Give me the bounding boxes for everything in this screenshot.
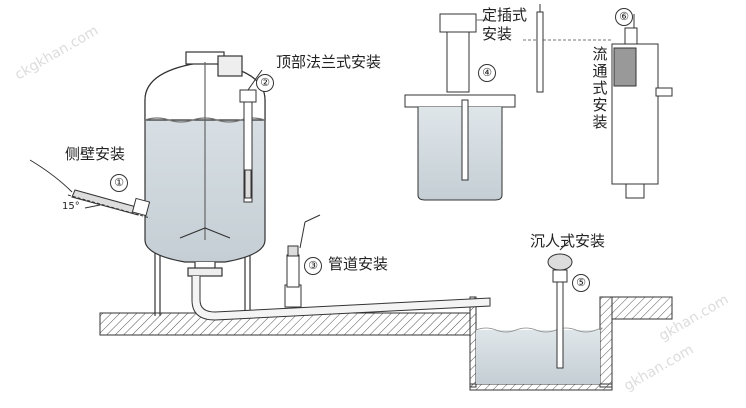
basin-liquid	[476, 330, 600, 384]
label-immersion: 沉人式安装	[530, 232, 606, 250]
label-flow-4: 安	[592, 96, 608, 114]
label-flow-1: 流	[592, 45, 608, 63]
marker-4: ④	[478, 64, 496, 82]
marker-3: ③	[304, 257, 322, 275]
label-top-flange: 顶部法兰式安装	[276, 53, 382, 71]
label-insertion-2: 安装	[482, 25, 513, 43]
marker-2: ②	[256, 74, 274, 92]
marker-1: ①	[110, 174, 128, 192]
label-side-wall: 侧壁安装	[65, 145, 126, 163]
insertion-assembly	[404, 13, 612, 201]
top-flange-sensor	[239, 69, 263, 203]
label-insertion-1: 定插式	[482, 6, 528, 24]
ground	[99, 296, 673, 391]
tank	[144, 51, 266, 316]
marker-5: ⑤	[572, 274, 590, 292]
marker-6: ⑥	[615, 8, 633, 26]
label-flow-5: 装	[592, 113, 608, 131]
label-pipeline: 管道安装	[328, 255, 389, 273]
label-flow-3: 式	[592, 79, 608, 97]
side-wall-sensor	[29, 159, 151, 219]
label-angle: 15°	[62, 201, 80, 212]
immersion-sensor	[547, 239, 573, 369]
label-flow-2: 通	[592, 62, 608, 80]
pipeline	[191, 214, 491, 321]
probe	[536, 4, 544, 93]
flow-cell	[611, 14, 673, 199]
